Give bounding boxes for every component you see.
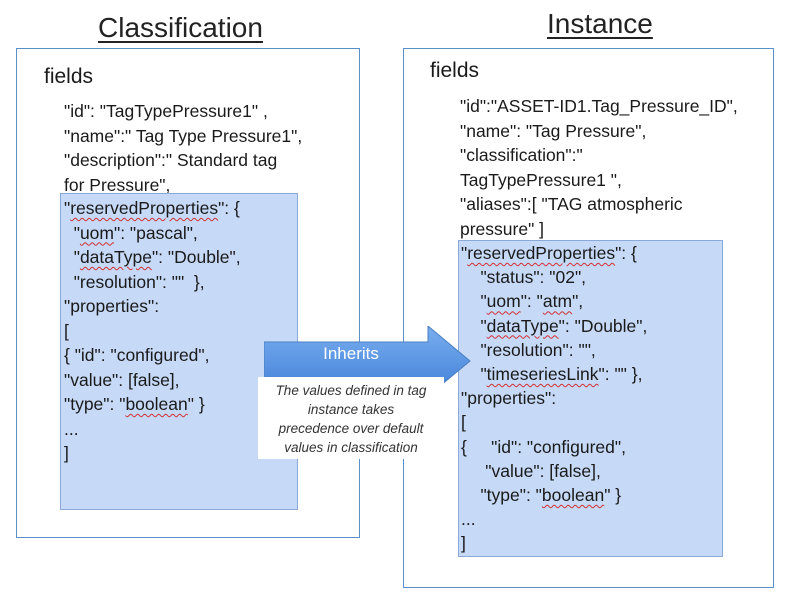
instance-heading: Instance (547, 8, 653, 39)
classification-box-line: "uom": "pascal", (64, 222, 198, 243)
instance-field-line: "id":"ASSET-ID1.Tag_Pressure_ID", (460, 96, 738, 116)
classification-field-line: for Pressure", (64, 174, 171, 195)
inherits-label: Inherits (323, 344, 379, 363)
spellcheck-word: timeseriesLink (486, 364, 599, 384)
note-line: The values defined in tag (275, 383, 427, 398)
spellcheck-word: boolean (125, 394, 188, 414)
spellcheck-word: dataType (486, 315, 559, 336)
classification-box-line: ... (64, 418, 79, 439)
instance-box-line: "timeseriesLink": "" }, (461, 364, 643, 384)
instance-field-line: "aliases":[ "TAG atmospheric (460, 194, 683, 214)
classification-heading: Classification (98, 12, 263, 43)
instance-box-line: ] (461, 533, 466, 554)
spellcheck-word: uom (79, 222, 114, 243)
instance-box-line: "reservedProperties": { (461, 243, 637, 263)
note-line: values in classification (284, 440, 418, 455)
precedence-note: The values defined in tag instance takes… (258, 377, 444, 459)
instance-box-line: "value": [false], (461, 460, 601, 481)
instance-box-line: "status": "02", (461, 267, 587, 288)
classification-box-line: [ (64, 320, 69, 341)
classification-box-line: "type": "boolean" } (64, 394, 205, 414)
instance-box-line: ... (461, 509, 476, 530)
classification-box-line: "properties": (64, 296, 160, 316)
spellcheck-word: atm (542, 291, 573, 312)
spellcheck-word: uom (486, 291, 521, 312)
instance-field-line: "name": "Tag Pressure", (460, 120, 647, 141)
classification-box-line: ] (64, 443, 69, 463)
classification-box-line: "resolution": "" }, (64, 271, 205, 292)
instance-box-line: "resolution": "", (461, 339, 596, 360)
classification-box-line: { "id": "configured", (64, 345, 210, 365)
instance-field-line: "classification":" (460, 145, 583, 165)
spellcheck-word: reservedProperties (70, 198, 219, 218)
instance-fields-label: fields (430, 59, 480, 82)
instance-box-line: [ (461, 412, 466, 433)
classification-box-line: "dataType": "Double", (64, 247, 241, 267)
classification-field-line: "name":" Tag Type Pressure1", (64, 125, 303, 146)
spellcheck-word: boolean (541, 485, 605, 505)
instance-box-line: "uom": "atm", (461, 291, 584, 312)
spellcheck-word: dataType (79, 247, 152, 267)
note-line: precedence over default (278, 421, 424, 436)
classification-box-line: "value": [false], (64, 369, 180, 390)
instance-field-line: TagTypePressure1 ", (460, 169, 622, 190)
instance-field-line: pressure" ] (460, 218, 545, 239)
classification-fields-label: fields (44, 65, 94, 88)
instance-reserved-box (458, 240, 723, 557)
instance-box-line: "type": "boolean" } (461, 485, 622, 505)
instance-box-line: { "id": "configured", (461, 436, 626, 457)
instance-box-line: "properties": (461, 388, 557, 409)
instance-box-line: "dataType": "Double", (461, 315, 648, 336)
classification-field-line: "description":" Standard tag (64, 150, 278, 170)
classification-box-line: "reservedProperties": { (64, 198, 240, 218)
classification-field-line: "id": "TagTypePressure1" , (64, 101, 268, 121)
spellcheck-word: reservedProperties (467, 243, 616, 263)
note-line: instance takes (307, 402, 395, 417)
